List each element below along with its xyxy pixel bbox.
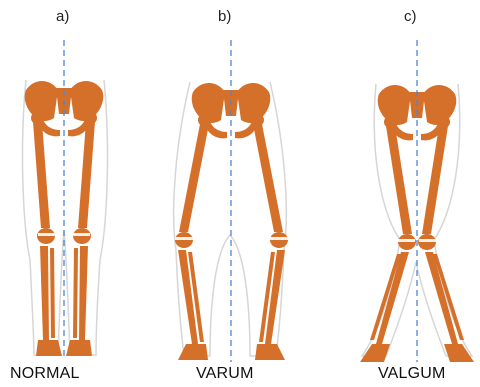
panel-normal	[23, 40, 108, 358]
panel-valgum	[360, 40, 474, 362]
panel-varum	[174, 40, 288, 362]
caption-valgum: VALGUM	[378, 365, 446, 383]
caption-normal: NORMAL	[10, 365, 80, 383]
caption-varum: VARUM	[196, 365, 254, 383]
